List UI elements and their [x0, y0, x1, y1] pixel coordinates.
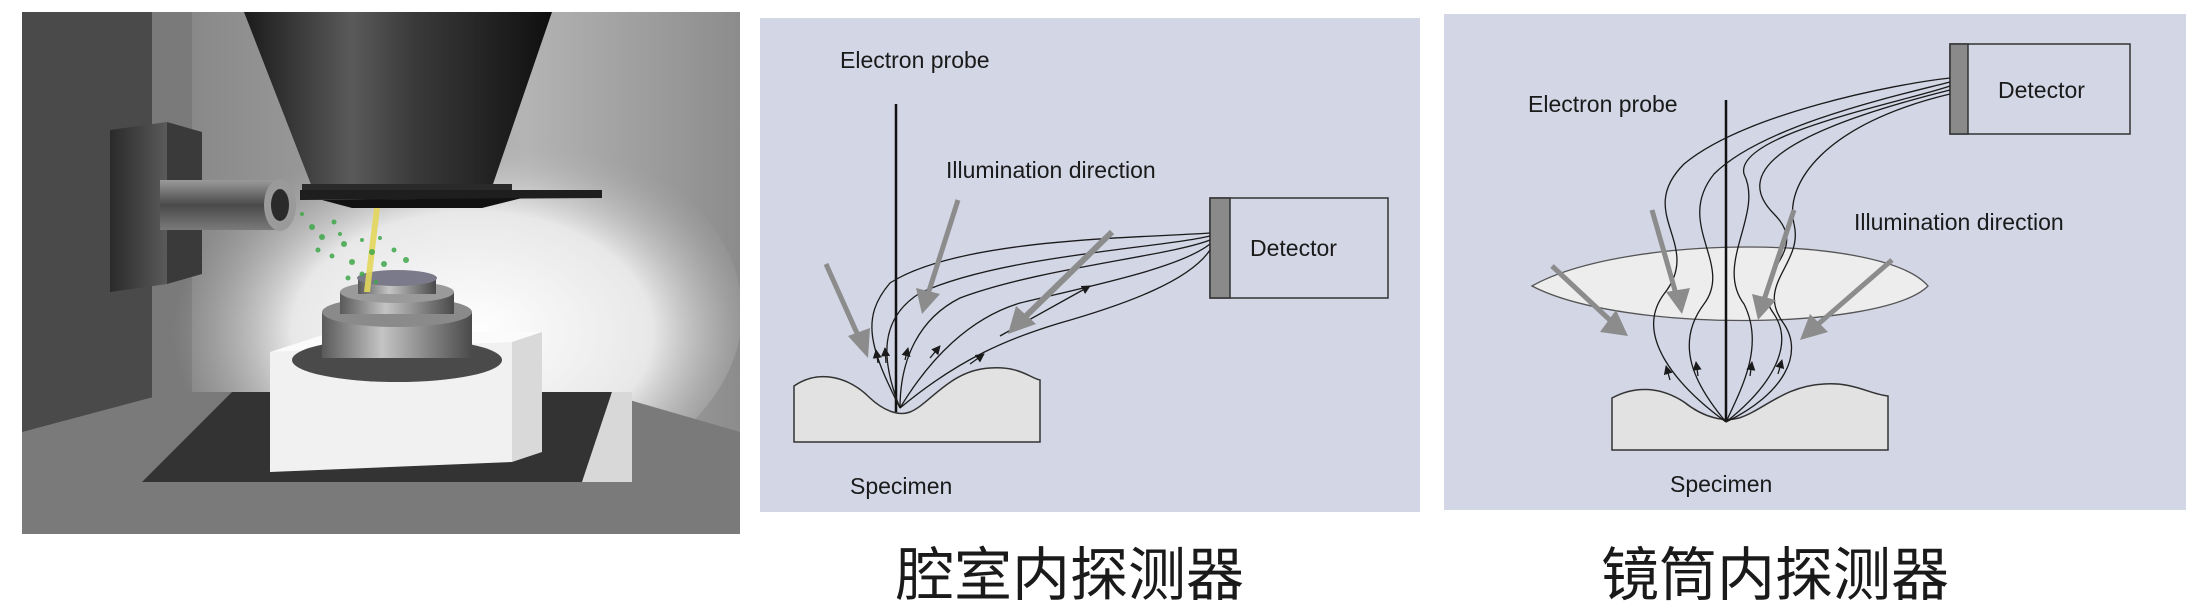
electron-trajectories — [871, 232, 1211, 409]
sem-chamber-illustration — [22, 12, 740, 534]
trajectory-arrowhead — [1663, 365, 1673, 381]
objective-lens-field — [1530, 246, 1929, 322]
caption-chamber-detector: 腔室内探测器 — [895, 541, 1244, 609]
trajectory-arrowhead — [881, 347, 891, 364]
electron-trajectories — [1653, 77, 1951, 423]
illumination-direction-label: Illumination direction — [946, 157, 1156, 183]
electron-probe-label: Electron probe — [840, 47, 990, 73]
specimen-label: Specimen — [850, 473, 952, 499]
trajectory-arrowhead — [969, 353, 985, 365]
trajectory-arrowhead — [1775, 359, 1785, 375]
trajectory-arrowhead — [901, 347, 911, 361]
electron-probe-label: Electron probe — [1528, 91, 1678, 117]
specimen-surface — [1611, 383, 1889, 451]
caption-in-lens-detector: 镜筒内探测器 — [1600, 541, 1949, 609]
specimen-label: Specimen — [1670, 471, 1772, 497]
detector-label: Detector — [1250, 235, 1337, 261]
illumination-arrows — [823, 199, 1115, 358]
illumination-direction-label: Illumination direction — [1854, 209, 2064, 235]
detector-box: Detector — [1949, 43, 2131, 135]
chamber-detector-diagram: Electron probe Illumination direction Sp… — [760, 18, 1420, 512]
detector-box: Detector — [1209, 197, 1389, 299]
detector-label: Detector — [1998, 77, 2085, 103]
trajectory-arrowhead — [1692, 361, 1702, 377]
in-lens-detector-diagram: Electron probe Illumination direction Sp… — [1444, 14, 2186, 510]
trajectory-arrowhead — [1746, 361, 1756, 377]
trajectory-arrowhead — [929, 345, 941, 359]
specimen-surface — [793, 367, 1041, 443]
trajectory-arrowhead — [872, 349, 882, 364]
illumination-arrows — [1550, 209, 1894, 340]
sem-chamber-render — [22, 12, 740, 534]
